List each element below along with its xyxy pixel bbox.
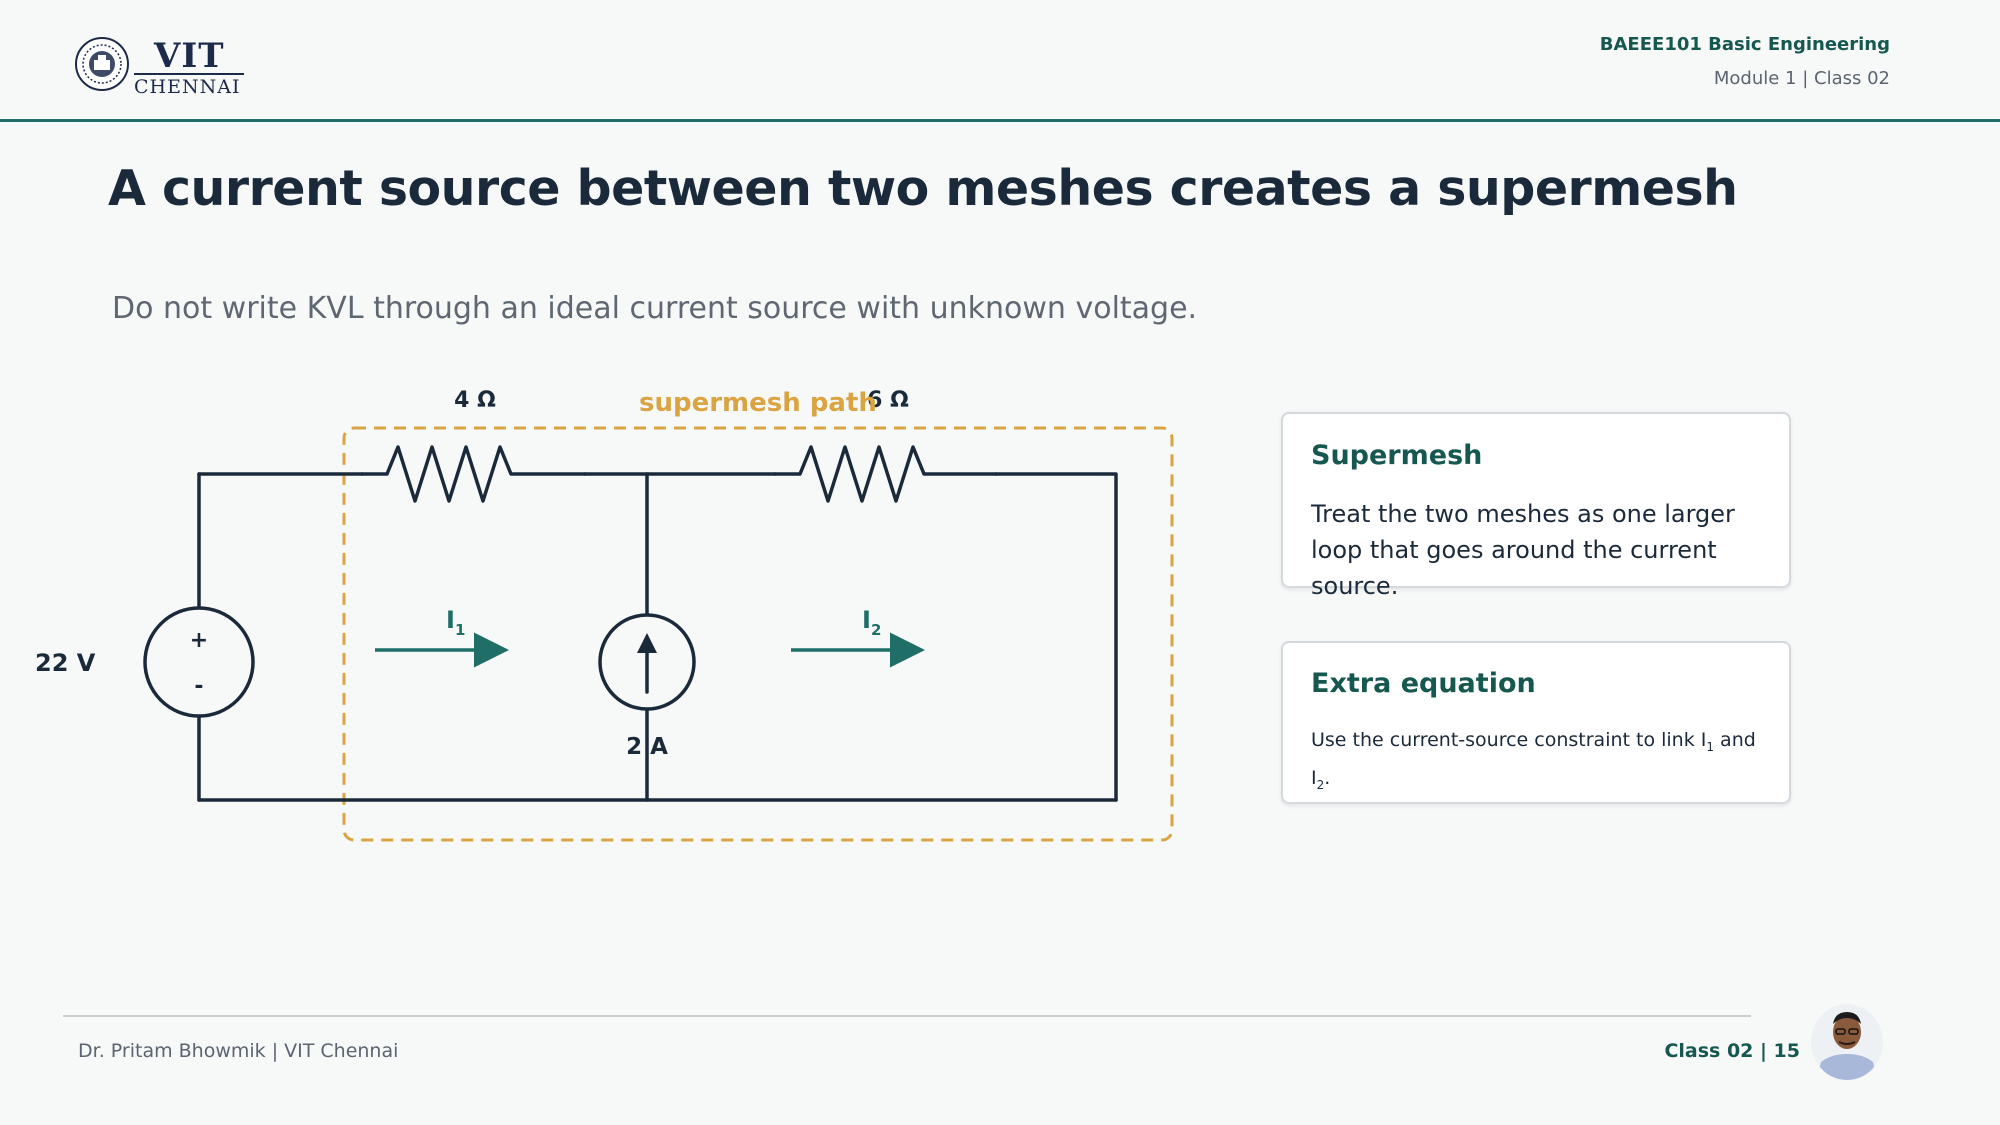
logo-city-text: CHENNAI <box>134 76 241 98</box>
voltage-source <box>143 606 255 718</box>
logo-divider <box>134 73 244 75</box>
module-class-label: Module 1 | Class 02 <box>1713 68 1890 89</box>
voltage-minus-sign: - <box>194 674 203 699</box>
supermesh-card-title: Supermesh <box>1311 440 1483 471</box>
course-title: BAEEE101 Basic Engineering <box>1599 34 1890 55</box>
footer-divider <box>63 1015 1751 1017</box>
supermesh-circuit-diagram: + - 22 V 4 Ω 6 Ω supermesh path 2 A I1 I… <box>35 388 1174 842</box>
resistor-4-ohm <box>360 445 587 503</box>
voltage-source-label: 22 V <box>35 649 96 677</box>
mesh-current-1-label: I1 <box>446 606 465 639</box>
current-source-arrowhead <box>637 633 657 653</box>
vit-seal-icon <box>75 37 129 91</box>
right-wire <box>994 472 1118 802</box>
voltage-plus-sign: + <box>190 628 208 653</box>
supermesh-card: Supermesh Treat the two meshes as one la… <box>1281 412 1791 600</box>
extra-equation-card-body: Use the current-source constraint to lin… <box>1311 729 1756 792</box>
supermesh-card-body: Treat the two meshes as one larger loop … <box>1311 500 1735 600</box>
resistor-6-ohm <box>773 445 998 503</box>
mesh-current-2-label: I2 <box>862 606 881 639</box>
supermesh-path-label: supermesh path <box>639 388 877 418</box>
supermesh-boundary <box>342 426 1174 842</box>
resistor-6-label: 6 Ω <box>867 388 909 413</box>
slide-subtitle: Do not write KVL through an ideal curren… <box>112 291 1198 326</box>
footer-page-number: Class 02 | 15 <box>1664 1040 1800 1062</box>
vit-chennai-logo: VIT CHENNAI <box>74 36 244 98</box>
slide-header: VIT CHENNAI BAEEE101 Basic Engineering M… <box>0 0 2000 122</box>
resistor-4-label: 4 Ω <box>454 388 496 413</box>
slide-title: A current source between two meshes crea… <box>108 160 1738 217</box>
presenter-avatar <box>1811 1004 1883 1080</box>
extra-equation-card: Extra equation Use the current-source co… <box>1281 641 1791 804</box>
extra-equation-card-title: Extra equation <box>1311 668 1536 699</box>
footer-author: Dr. Pritam Bhowmik | VIT Chennai <box>78 1040 399 1062</box>
current-source-label: 2 A <box>626 734 668 760</box>
logo-brand-text: VIT <box>154 36 225 76</box>
